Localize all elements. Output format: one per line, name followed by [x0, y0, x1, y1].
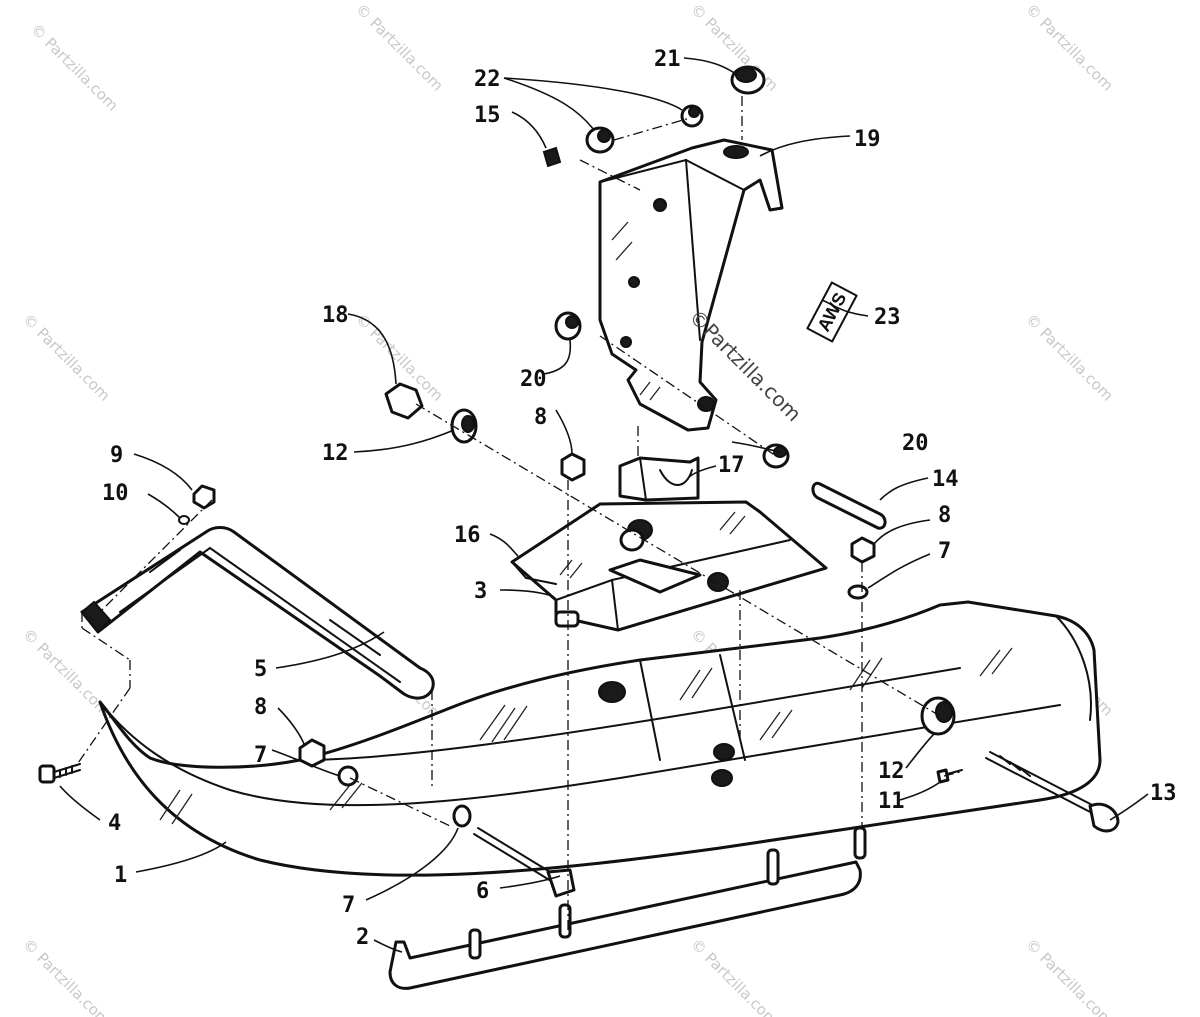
watermark: © Partzilla.com [19, 310, 114, 405]
callout-6: 6 [476, 879, 489, 904]
callout-13: 13 [1150, 781, 1177, 806]
spring-arm [80, 526, 435, 700]
watermark: © Partzilla.com [352, 0, 447, 95]
callout-22: 22 [474, 67, 501, 92]
watermark: © Partzilla.com [19, 935, 114, 1017]
ski-body [98, 600, 1102, 877]
watermark: © Partzilla.com [1022, 935, 1117, 1017]
callouts: 1 2 3 4 5 6 7 7 7 8 8 8 9 10 11 12 12 13… [102, 47, 1177, 950]
callout-2: 2 [356, 925, 369, 950]
pin-part-11 [936, 768, 963, 784]
callout-8: 8 [254, 695, 267, 720]
callout-16: 16 [454, 523, 481, 548]
spindle-tube-part-19 [598, 138, 784, 432]
watermark: © Partzilla.com [1022, 0, 1117, 95]
assembly-lines [75, 96, 961, 930]
callout-5: 5 [254, 657, 267, 682]
watermark: © Partzilla.com [687, 935, 782, 1017]
callout-8: 8 [534, 405, 547, 430]
callout-14: 14 [932, 467, 959, 492]
callout-17: 17 [718, 453, 745, 478]
watermark: © Partzilla.com [1022, 310, 1117, 405]
callout-20: 20 [520, 367, 547, 392]
callout-19: 19 [854, 127, 881, 152]
callout-12: 12 [878, 759, 905, 784]
callout-11: 11 [878, 789, 905, 814]
spacer-block-part-17 [618, 456, 700, 502]
callout-9: 9 [110, 443, 123, 468]
callout-7: 7 [254, 743, 267, 768]
bolt-part-4 [38, 763, 81, 784]
bushing-part-12-right [920, 696, 956, 736]
callout-12: 12 [322, 441, 349, 466]
callout-15: 15 [474, 103, 501, 128]
callout-10: 10 [102, 481, 129, 506]
callout-23: 23 [874, 305, 901, 330]
callout-20: 20 [902, 431, 929, 456]
callout-7: 7 [342, 893, 355, 918]
hardware [178, 65, 887, 828]
callout-18: 18 [322, 303, 349, 328]
callout-21: 21 [654, 47, 681, 72]
callout-4: 4 [108, 811, 121, 836]
saddle-bracket [510, 500, 828, 632]
leader-lines [59, 57, 1149, 953]
wear-bar [388, 826, 867, 990]
watermark: © Partzilla.com [27, 20, 122, 115]
callout-3: 3 [474, 579, 487, 604]
bolt-part-13 [985, 751, 1120, 833]
callout-7: 7 [938, 539, 951, 564]
callout-1: 1 [114, 863, 127, 888]
callout-8: 8 [938, 503, 951, 528]
